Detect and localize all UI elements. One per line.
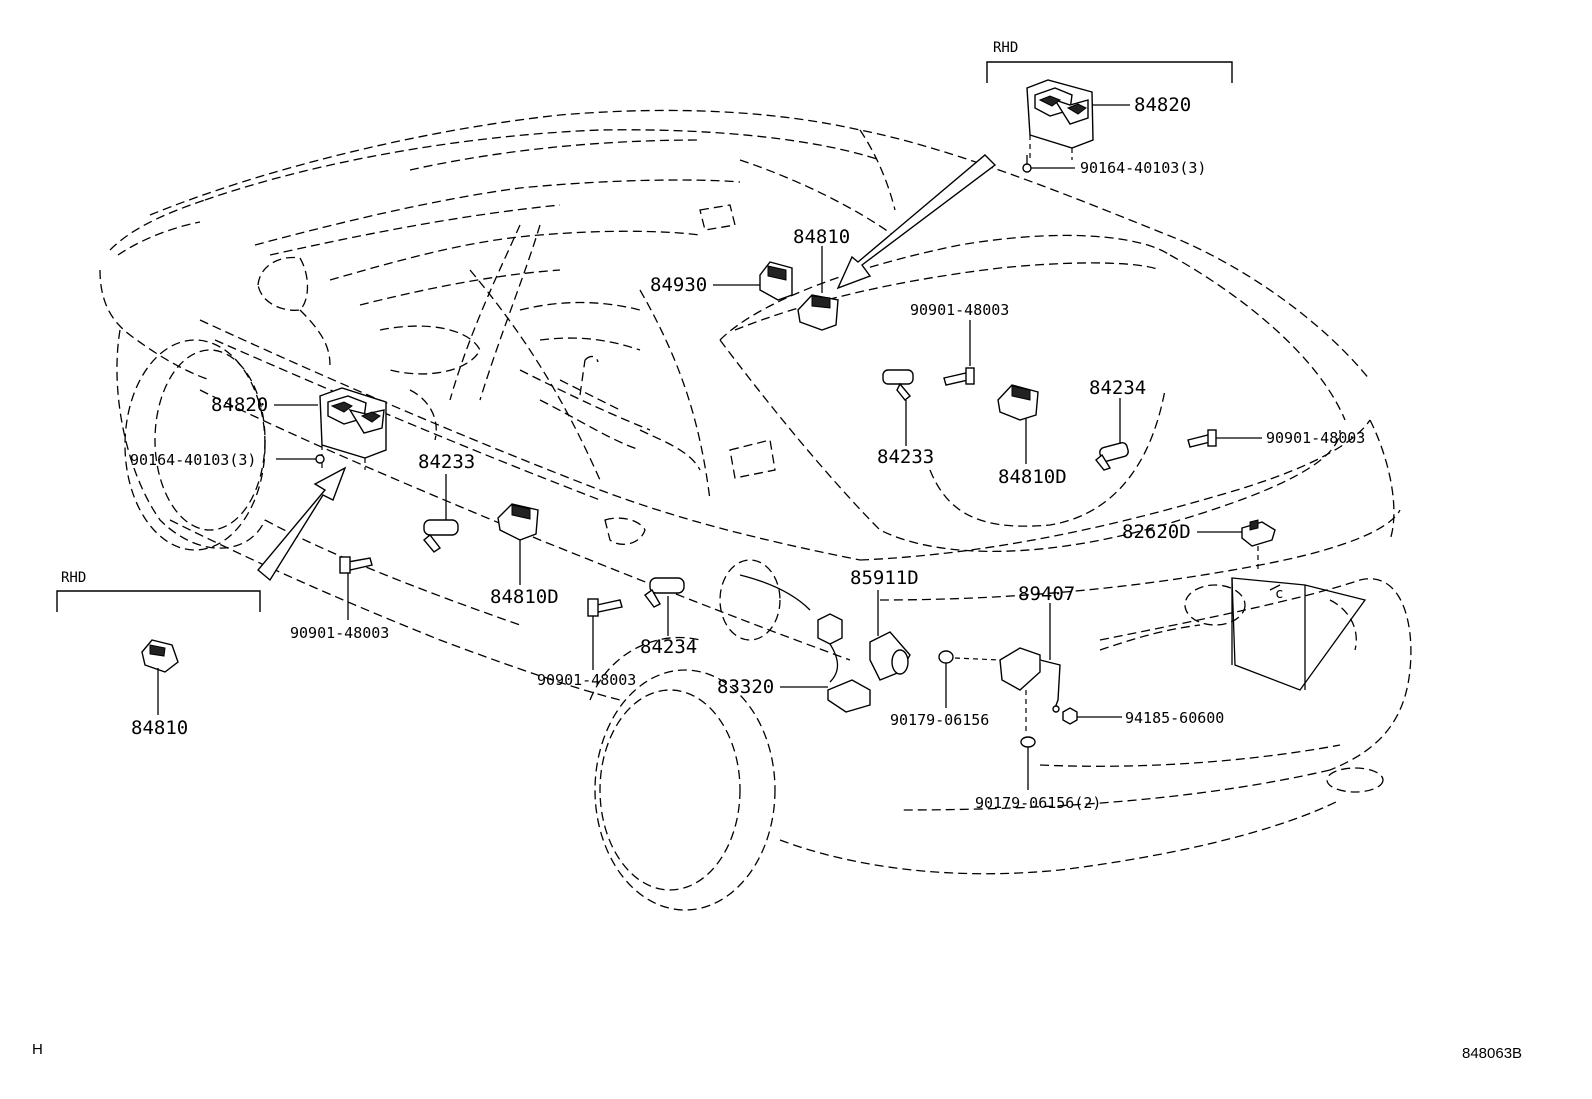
relay-82620D	[1241, 519, 1276, 570]
sensor-84234-lower	[644, 577, 685, 608]
window-switch-84820-top	[1026, 79, 1094, 160]
sensor-84233-center	[882, 369, 914, 401]
rhd-label-top: RHD	[993, 40, 1018, 56]
trunk-mark: c	[1275, 586, 1283, 602]
callout-82620D: 82620D	[1122, 521, 1191, 543]
switch-84930	[759, 261, 793, 301]
callout-84930: 84930	[650, 274, 707, 296]
window-switch-84820-left	[319, 387, 387, 470]
rhd-bracket-top	[986, 61, 1233, 83]
callout-94185: 94185-60600	[1125, 709, 1224, 727]
rhd-bracket-left	[56, 590, 261, 612]
screw-90164-left	[315, 454, 325, 464]
sensor-84234-right	[1095, 442, 1129, 471]
sensor-83320	[739, 574, 871, 713]
bolt-90901-left	[339, 556, 373, 574]
callout-89407: 89407	[1018, 583, 1075, 605]
callout-84820-top: 84820	[1134, 94, 1191, 116]
bolt-90901-lower	[587, 598, 623, 617]
trunk-box: c	[1231, 577, 1367, 691]
callout-90901-left: 90901-48003	[290, 624, 389, 642]
footer-left-mark: H	[32, 1041, 43, 1058]
callout-84810-rhd: 84810	[131, 717, 188, 739]
switch-84810-center	[797, 294, 839, 331]
car-body-outline	[99, 109, 1412, 911]
callout-90901-right: 90901-48003	[1266, 429, 1365, 447]
callout-90901-lower: 90901-48003	[537, 671, 636, 689]
arrow-top-right	[836, 154, 997, 290]
callout-90164-left: 90164-40103(3)	[130, 451, 256, 469]
callout-85911D: 85911D	[850, 567, 919, 589]
callout-84820-left: 84820	[211, 394, 268, 416]
callout-84810D-left: 84810D	[490, 586, 559, 608]
rhd-label-left: RHD	[61, 570, 86, 586]
nut-90179-06156	[938, 650, 1001, 664]
callout-90179: 90179-06156	[890, 711, 989, 729]
switch-84810-rhd	[141, 639, 179, 673]
callout-90164-top: 90164-40103(3)	[1080, 159, 1206, 177]
bolt-90901-center	[943, 367, 975, 386]
sensor-84233-left	[423, 519, 459, 553]
callout-84234-lower: 84234	[640, 636, 697, 658]
switch-84810D-right	[997, 384, 1039, 421]
callout-84233-left: 84233	[418, 451, 475, 473]
callout-84810D-right: 84810D	[998, 466, 1067, 488]
callout-84810-center: 84810	[793, 226, 850, 248]
callout-84233-center: 84233	[877, 446, 934, 468]
callout-84234-right: 84234	[1089, 377, 1146, 399]
callout-90901-center: 90901-48003	[910, 301, 1009, 319]
nut-94185-60600	[1062, 707, 1078, 725]
callout-83320: 83320	[717, 676, 774, 698]
switch-84810D-left	[497, 503, 539, 541]
sensor-89407	[999, 647, 1061, 735]
diagram-id: 848063B	[1462, 1045, 1522, 1062]
bolt-90901-right	[1187, 429, 1217, 448]
relay-85911D	[869, 631, 911, 681]
callout-90179-2: 90179-06156(2)	[975, 794, 1101, 812]
leader-lines	[157, 104, 1262, 790]
nut-90179-06156-2	[1020, 736, 1036, 748]
arrow-bottom-left	[257, 466, 347, 582]
